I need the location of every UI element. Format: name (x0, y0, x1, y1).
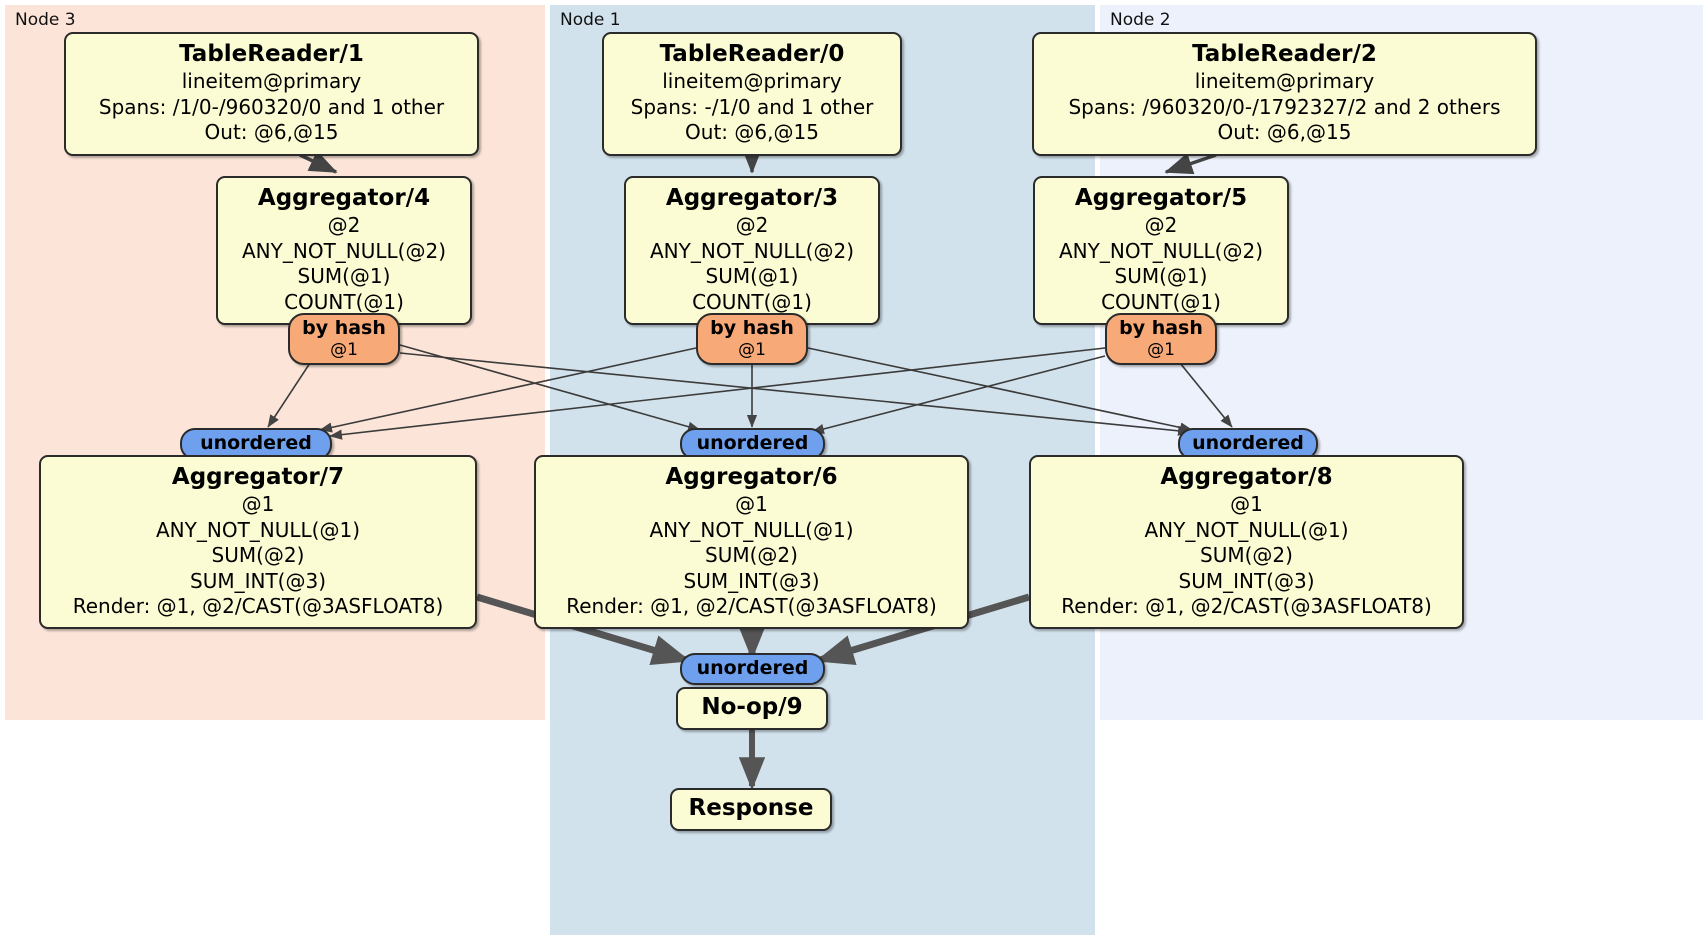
processor-aggregator-8[interactable]: Aggregator/8 @1 ANY_NOT_NULL(@1) SUM(@2)… (1029, 455, 1464, 630)
processor-agg-3: COUNT(@1) (284, 289, 404, 314)
synchronizer-unordered-center[interactable]: unordered (680, 428, 825, 460)
processor-spans: Spans: /960320/0-/1792327/2 and 2 others (1068, 94, 1501, 119)
processor-aggregator-4[interactable]: Aggregator/4 @2 ANY_NOT_NULL(@2) SUM(@1)… (216, 176, 472, 325)
processor-render: Render: @1, @2/CAST(@3ASFLOAT8) (566, 594, 937, 618)
processor-title: Response (688, 795, 814, 821)
processor-spans: Spans: /1/0-/960320/0 and 1 other (98, 94, 445, 119)
processor-title: Aggregator/6 (665, 464, 838, 490)
synchronizer-title: unordered (1192, 432, 1304, 454)
processor-tablereader-0[interactable]: TableReader/0 lineitem@primary Spans: -/… (602, 32, 902, 156)
router-by-hash-left[interactable]: by hash @1 (288, 313, 400, 366)
node-label-node1: Node 1 (560, 10, 621, 30)
processor-aggregator-5[interactable]: Aggregator/5 @2 ANY_NOT_NULL(@2) SUM(@1)… (1033, 176, 1289, 325)
processor-agg-1: ANY_NOT_NULL(@2) (1059, 238, 1263, 263)
processor-title: TableReader/0 (659, 41, 845, 67)
processor-groupcol: @2 (735, 213, 769, 238)
processor-agg-2: SUM(@2) (705, 543, 798, 568)
processor-agg-2: SUM(@1) (1114, 264, 1208, 289)
processor-aggregator-7[interactable]: Aggregator/7 @1 ANY_NOT_NULL(@1) SUM(@2)… (39, 455, 477, 630)
router-by-hash-right[interactable]: by hash @1 (1105, 313, 1217, 366)
processor-tablereader-2[interactable]: TableReader/2 lineitem@primary Spans: /9… (1032, 32, 1537, 156)
processor-noop-9[interactable]: No-op/9 (676, 687, 828, 731)
processor-agg-3: SUM_INT(@3) (190, 568, 326, 593)
synchronizer-unordered-left[interactable]: unordered (180, 428, 332, 460)
processor-title: Aggregator/5 (1074, 185, 1248, 211)
processor-agg-1: ANY_NOT_NULL(@1) (1144, 517, 1349, 542)
processor-table: lineitem@primary (662, 69, 842, 94)
processor-aggregator-3[interactable]: Aggregator/3 @2 ANY_NOT_NULL(@2) SUM(@1)… (624, 176, 880, 325)
synchronizer-unordered-final[interactable]: unordered (680, 653, 825, 685)
processor-agg-3: SUM_INT(@3) (1178, 568, 1315, 593)
node-label-node3: Node 3 (15, 10, 76, 30)
processor-groupcol: @1 (1230, 492, 1263, 517)
processor-table: lineitem@primary (181, 69, 362, 94)
router-title: by hash (1119, 317, 1203, 339)
processor-title: No-op/9 (701, 694, 803, 720)
processor-tablereader-1[interactable]: TableReader/1 lineitem@primary Spans: /1… (64, 32, 479, 156)
processor-agg-1: ANY_NOT_NULL(@2) (650, 238, 854, 263)
processor-title: Aggregator/7 (171, 464, 345, 490)
processor-response[interactable]: Response (670, 788, 832, 832)
processor-out: Out: @6,@15 (685, 120, 819, 145)
router-column: @1 (1147, 339, 1175, 360)
processor-agg-2: SUM(@1) (705, 264, 799, 289)
processor-render: Render: @1, @2/CAST(@3ASFLOAT8) (72, 594, 444, 618)
processor-title: Aggregator/3 (665, 185, 839, 211)
processor-groupcol: @2 (1144, 213, 1178, 238)
processor-groupcol: @2 (327, 213, 361, 238)
processor-aggregator-6[interactable]: Aggregator/6 @1 ANY_NOT_NULL(@1) SUM(@2)… (534, 455, 969, 630)
processor-groupcol: @1 (241, 492, 275, 517)
processor-agg-2: SUM(@1) (297, 264, 391, 289)
processor-render: Render: @1, @2/CAST(@3ASFLOAT8) (1061, 594, 1432, 618)
processor-agg-3: COUNT(@1) (1101, 289, 1221, 314)
processor-agg-1: ANY_NOT_NULL(@1) (649, 517, 854, 542)
processor-title: TableReader/1 (179, 41, 364, 67)
router-title: by hash (302, 317, 386, 339)
router-by-hash-center[interactable]: by hash @1 (696, 313, 808, 366)
router-column: @1 (330, 339, 358, 360)
processor-agg-1: ANY_NOT_NULL(@2) (242, 238, 446, 263)
processor-table: lineitem@primary (1194, 69, 1375, 94)
processor-title: Aggregator/4 (257, 185, 431, 211)
processor-groupcol: @1 (735, 492, 768, 517)
processor-out: Out: @6,@15 (204, 120, 339, 145)
router-title: by hash (710, 317, 794, 339)
processor-agg-1: ANY_NOT_NULL(@1) (156, 517, 360, 542)
processor-agg-2: SUM(@2) (211, 543, 305, 568)
processor-agg-2: SUM(@2) (1200, 543, 1293, 568)
processor-spans: Spans: -/1/0 and 1 other (630, 94, 874, 119)
processor-agg-3: COUNT(@1) (692, 289, 812, 314)
synchronizer-title: unordered (200, 432, 312, 454)
processor-out: Out: @6,@15 (1217, 120, 1352, 145)
processor-agg-3: SUM_INT(@3) (683, 568, 820, 593)
processor-title: TableReader/2 (1192, 41, 1377, 67)
node-label-node2: Node 2 (1110, 10, 1171, 30)
router-column: @1 (738, 339, 766, 360)
synchronizer-title: unordered (696, 657, 809, 679)
processor-title: Aggregator/8 (1160, 464, 1333, 490)
synchronizer-title: unordered (696, 432, 809, 454)
